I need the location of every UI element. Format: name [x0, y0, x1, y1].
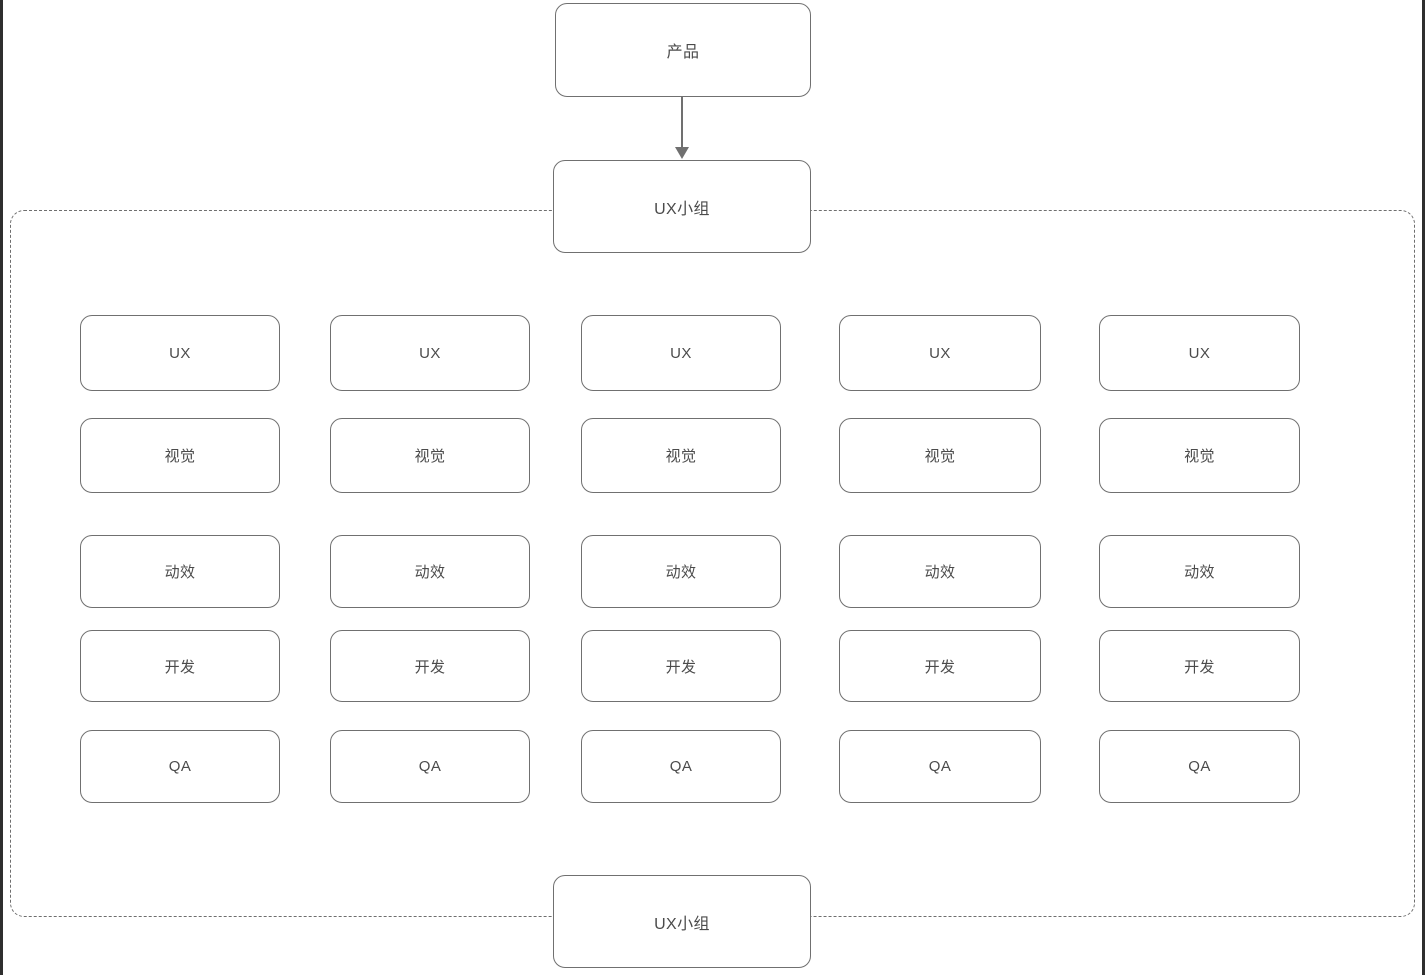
node-visual-1[interactable]: 视觉 [80, 418, 280, 493]
node-label: 开发 [665, 658, 697, 676]
node-label: 开发 [164, 658, 196, 676]
node-label: 动效 [1184, 564, 1215, 581]
node-qa-1[interactable]: QA [80, 730, 280, 803]
node-label: 动效 [665, 564, 697, 581]
node-visual-2[interactable]: 视觉 [330, 418, 530, 493]
node-motion-1[interactable]: 动效 [80, 535, 280, 608]
node-qa-4[interactable]: QA [839, 730, 1041, 803]
node-label: 开发 [1184, 658, 1215, 676]
node-visual-3[interactable]: 视觉 [581, 418, 781, 493]
node-label: 视觉 [924, 448, 956, 465]
node-label: UX [670, 344, 692, 362]
connector-product-to-ux-team-line [681, 97, 683, 148]
node-ux-4[interactable]: UX [839, 315, 1041, 391]
node-qa-5[interactable]: QA [1099, 730, 1300, 803]
node-ux-team-bottom-label: UX小组 [654, 915, 710, 933]
node-dev-1[interactable]: 开发 [80, 630, 280, 702]
node-ux-team-bottom[interactable]: UX小组 [553, 875, 811, 968]
node-qa-3[interactable]: QA [581, 730, 781, 803]
node-label: 动效 [924, 564, 956, 581]
node-label: UX [419, 344, 441, 362]
node-product-label: 产品 [666, 44, 700, 61]
node-label: UX [929, 344, 951, 362]
node-label: UX [169, 344, 191, 362]
node-label: QA [168, 758, 192, 775]
node-dev-3[interactable]: 开发 [581, 630, 781, 702]
node-motion-3[interactable]: 动效 [581, 535, 781, 608]
node-ux-5[interactable]: UX [1099, 315, 1300, 391]
node-visual-4[interactable]: 视觉 [839, 418, 1041, 493]
node-label: 视觉 [414, 448, 446, 465]
node-label: 视觉 [164, 448, 196, 465]
node-motion-2[interactable]: 动效 [330, 535, 530, 608]
connector-product-to-ux-team-arrow-icon [675, 147, 689, 159]
node-ux-team-top-label: UX小组 [654, 200, 710, 218]
node-label: QA [418, 758, 442, 775]
window-edge-left [0, 0, 3, 975]
node-qa-2[interactable]: QA [330, 730, 530, 803]
node-dev-5[interactable]: 开发 [1099, 630, 1300, 702]
node-ux-1[interactable]: UX [80, 315, 280, 391]
node-label: 动效 [414, 564, 446, 581]
node-ux-2[interactable]: UX [330, 315, 530, 391]
node-ux-3[interactable]: UX [581, 315, 781, 391]
node-visual-5[interactable]: 视觉 [1099, 418, 1300, 493]
node-ux-team-top[interactable]: UX小组 [553, 160, 811, 253]
node-label: 视觉 [665, 448, 697, 465]
node-label: QA [669, 758, 693, 775]
node-motion-4[interactable]: 动效 [839, 535, 1041, 608]
window-edge-right [1422, 0, 1425, 975]
node-product[interactable]: 产品 [555, 3, 811, 97]
node-label: QA [928, 758, 952, 775]
node-motion-5[interactable]: 动效 [1099, 535, 1300, 608]
node-dev-4[interactable]: 开发 [839, 630, 1041, 702]
node-label: QA [1188, 758, 1211, 775]
node-label: 动效 [164, 564, 196, 581]
node-label: 开发 [414, 658, 446, 676]
node-label: 视觉 [1184, 448, 1215, 465]
node-label: 开发 [924, 658, 956, 676]
node-label: UX [1188, 344, 1211, 362]
node-dev-2[interactable]: 开发 [330, 630, 530, 702]
